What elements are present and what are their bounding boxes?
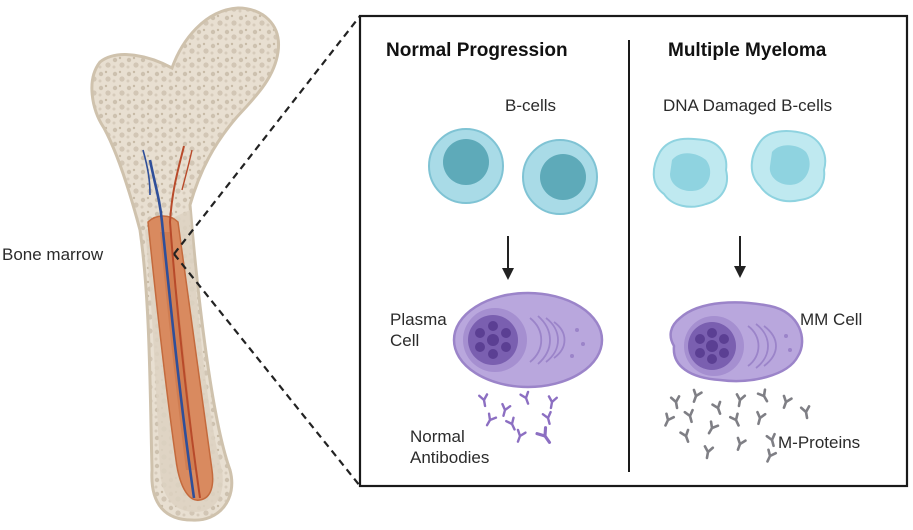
damaged-b-cell-icon [750, 130, 827, 203]
arrow-down-icon [734, 236, 746, 278]
multiple-myeloma-header: Multiple Myeloma [668, 40, 827, 61]
b-cell-icon [522, 139, 598, 215]
damaged-b-cell-icon [652, 137, 728, 208]
zoom-lines [173, 15, 361, 487]
plasma-cell-icon [452, 291, 604, 389]
m-proteins-label: M-Proteins [778, 433, 861, 452]
mm-cell-label: MM Cell [800, 310, 863, 329]
plasma-cell-label: Plasma Cell [390, 310, 447, 350]
dna-damaged-label: DNA Damaged B-cells [663, 96, 833, 115]
b-cell-icon [428, 128, 504, 204]
panel-box [358, 14, 909, 488]
b-cells-label: B-cells [505, 96, 557, 115]
femur-bone-icon [90, 6, 280, 522]
mm-cell-icon [669, 301, 804, 383]
bone-marrow-label: Bone marrow [2, 245, 104, 264]
arrow-down-icon [502, 236, 514, 280]
normal-antibodies-label: Normal Antibodies [410, 427, 490, 467]
normal-progression-header: Normal Progression [386, 40, 568, 61]
